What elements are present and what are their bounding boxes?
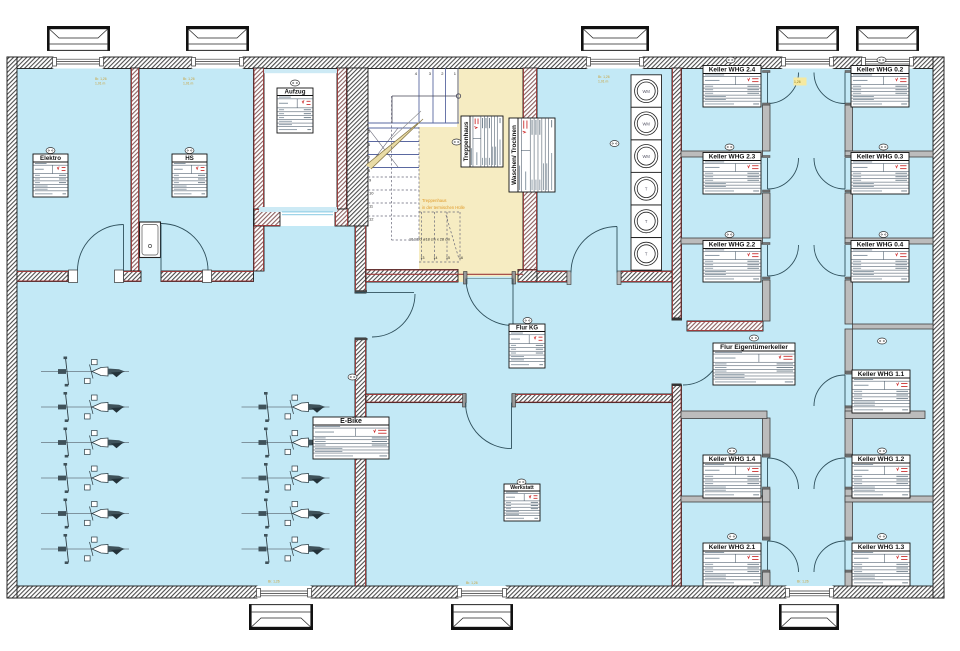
svg-text:Treppenhaus: Treppenhaus xyxy=(463,121,470,161)
svg-text:Br. 1,26: Br. 1,26 xyxy=(268,580,280,584)
svg-text:WM: WM xyxy=(642,89,650,94)
svg-text:1,01 m: 1,01 m xyxy=(183,82,194,86)
svg-text:16 STG ø18 cm x 28 cm: 16 STG ø18 cm x 28 cm xyxy=(409,238,450,242)
svg-text:in der termischen Hülle: in der termischen Hülle xyxy=(422,205,465,210)
svg-text:11: 11 xyxy=(369,203,374,208)
svg-text:3: 3 xyxy=(429,71,432,76)
svg-text:WM: WM xyxy=(642,154,650,159)
svg-text:8: 8 xyxy=(368,168,371,173)
svg-text:Elektro: Elektro xyxy=(40,155,61,162)
svg-text:14: 14 xyxy=(434,256,438,260)
svg-text:Keller WHG 1.1: Keller WHG 1.1 xyxy=(858,371,905,378)
svg-text:Keller WHG 2.1: Keller WHG 2.1 xyxy=(709,544,756,551)
svg-text:16: 16 xyxy=(459,256,463,260)
svg-text:Br. 1,26: Br. 1,26 xyxy=(598,75,610,79)
svg-text:Flur Eigentümerkeller: Flur Eigentümerkeller xyxy=(720,344,788,351)
svg-text:Keller WHG 1.2: Keller WHG 1.2 xyxy=(858,456,905,463)
svg-text:Br. 1,26: Br. 1,26 xyxy=(466,581,478,585)
svg-text:Werkstatt: Werkstatt xyxy=(510,485,534,491)
svg-text:1,26: 1,26 xyxy=(794,80,801,84)
svg-text:Br. 1,26: Br. 1,26 xyxy=(183,77,195,81)
svg-text:Keller WHG 0.4: Keller WHG 0.4 xyxy=(857,242,904,249)
svg-text:Keller WHG 0.2: Keller WHG 0.2 xyxy=(857,67,904,74)
svg-text:Br. 1,26: Br. 1,26 xyxy=(797,580,809,584)
svg-text:12: 12 xyxy=(369,216,374,221)
svg-text:Keller WHG 1.3: Keller WHG 1.3 xyxy=(858,544,905,551)
svg-text:WM: WM xyxy=(642,121,650,126)
svg-text:T: T xyxy=(645,219,648,224)
svg-text:1: 1 xyxy=(454,71,457,76)
svg-text:Keller WHG 2.2: Keller WHG 2.2 xyxy=(709,242,756,249)
svg-text:Keller WHG 1.4: Keller WHG 1.4 xyxy=(709,456,756,463)
svg-text:13: 13 xyxy=(421,256,425,260)
svg-text:5: 5 xyxy=(368,129,371,134)
svg-text:Flur KG: Flur KG xyxy=(516,326,538,332)
svg-text:10: 10 xyxy=(369,190,374,195)
svg-text:4: 4 xyxy=(415,71,418,76)
svg-text:Waschen/ Trocknen: Waschen/ Trocknen xyxy=(511,125,518,185)
svg-text:2: 2 xyxy=(441,71,444,76)
svg-text:7: 7 xyxy=(368,155,371,160)
svg-text:Br. 1,26: Br. 1,26 xyxy=(95,77,107,81)
svg-text:1,01 m: 1,01 m xyxy=(598,80,609,84)
svg-text:15: 15 xyxy=(446,256,450,260)
svg-text:Keller WHG 2.4: Keller WHG 2.4 xyxy=(709,67,756,74)
svg-text:HS: HS xyxy=(185,155,194,162)
svg-text:Aufzug: Aufzug xyxy=(285,89,306,96)
svg-text:9: 9 xyxy=(369,177,372,182)
svg-text:E-Bike: E-Bike xyxy=(340,418,362,425)
svg-text:1,01 m: 1,01 m xyxy=(95,82,106,86)
svg-text:Keller WHG 2.3: Keller WHG 2.3 xyxy=(709,154,756,161)
svg-text:T: T xyxy=(645,186,648,191)
svg-text:Treppenhaus: Treppenhaus xyxy=(422,198,447,203)
svg-text:Keller WHG 0.3: Keller WHG 0.3 xyxy=(857,154,904,161)
svg-text:T: T xyxy=(645,252,648,257)
svg-text:6: 6 xyxy=(368,142,371,147)
